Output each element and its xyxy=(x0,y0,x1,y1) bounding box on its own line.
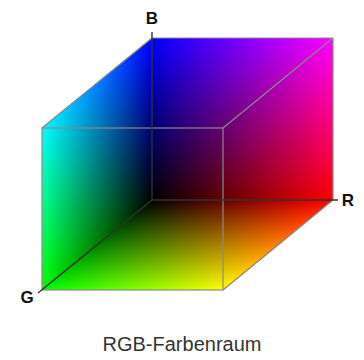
axis-label: R xyxy=(342,191,354,211)
axis-lines xyxy=(38,32,338,293)
axis-label: G xyxy=(20,288,33,308)
back-face xyxy=(152,38,333,200)
caption: RGB-Farbenraum xyxy=(103,333,262,356)
floor-face xyxy=(42,200,333,290)
cube-edges xyxy=(42,38,333,290)
axis-label: B xyxy=(146,9,158,29)
